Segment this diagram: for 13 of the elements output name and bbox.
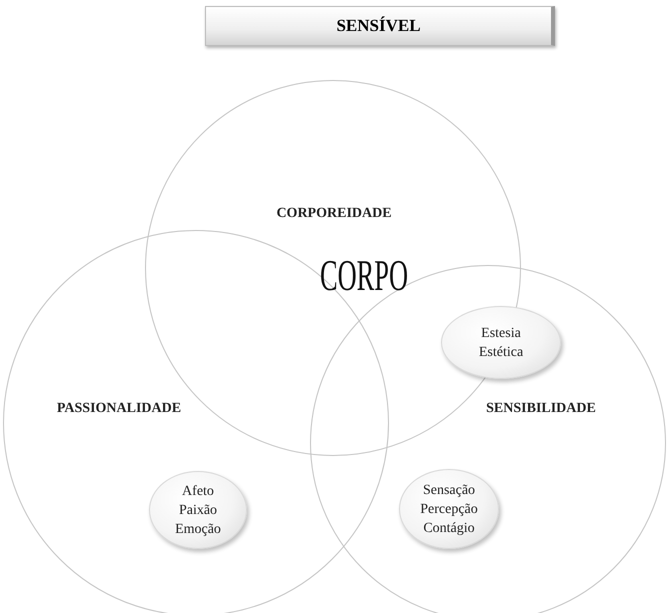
bubble-text: Estética bbox=[478, 344, 524, 362]
bubble-text: Estesia bbox=[481, 324, 521, 342]
center-label: CORPO bbox=[320, 250, 408, 301]
bubble-text: Percepção bbox=[420, 500, 478, 518]
bubble-text: Afeto bbox=[182, 482, 214, 500]
bubble-text: Contágio bbox=[423, 520, 475, 538]
circle-label: CORPOREIDADE bbox=[275, 206, 393, 222]
bubble-text: Emoção bbox=[175, 520, 221, 538]
bubble-text: Paixão bbox=[178, 502, 218, 520]
circle-label: SENSIBILIDADE bbox=[485, 401, 597, 417]
title-banner: SENSÍVEL bbox=[205, 6, 555, 46]
circle-label: PASSIONALIDADE bbox=[56, 401, 182, 417]
bubble-text: Sensação bbox=[422, 482, 476, 500]
